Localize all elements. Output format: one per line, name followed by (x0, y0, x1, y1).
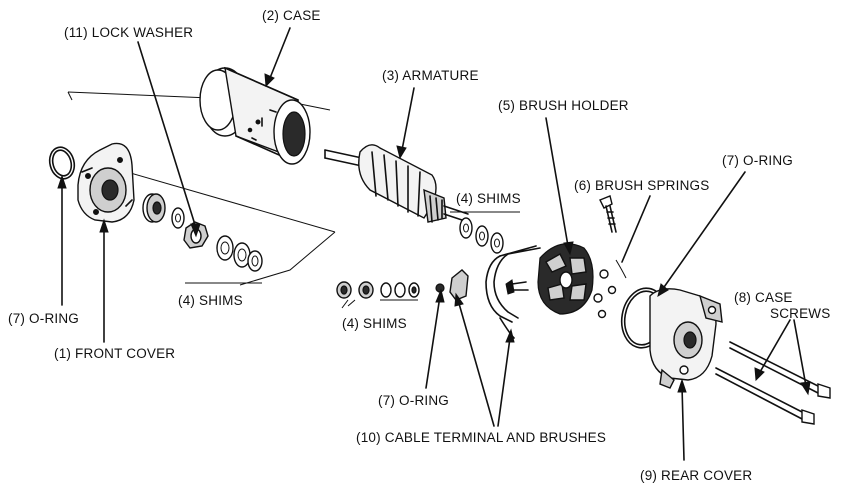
shims-lower-mid-parts (336, 281, 420, 309)
label-o-ring-left: (7) O-RING (8, 311, 79, 326)
o-ring-left-part (48, 146, 76, 180)
brush-springs-parts (593, 195, 627, 319)
armature-part (324, 144, 469, 223)
label-rear-cover: (9) REAR COVER (640, 468, 752, 483)
label-case: (2) CASE (262, 8, 321, 23)
case-part (199, 66, 311, 165)
front-bearing-part (142, 193, 185, 229)
shims-upper-parts (450, 211, 520, 254)
label-shims-lower-left: (4) SHIMS (178, 293, 243, 308)
label-o-ring-bottom: (7) O-RING (378, 393, 449, 408)
case-screws-parts (715, 341, 831, 425)
label-o-ring-top-right: (7) O-RING (722, 153, 793, 168)
cable-terminal-parts (449, 245, 541, 339)
label-armature: (3) ARMATURE (382, 68, 479, 83)
label-case-screws-line2: SCREWS (770, 306, 830, 321)
o-ring-small-part (435, 283, 445, 293)
callout-labels: (2) CASE (11) LOCK WASHER (3) ARMATURE (… (8, 8, 830, 483)
label-front-cover: (1) FRONT COVER (54, 346, 175, 361)
label-shims-lower-mid: (4) SHIMS (342, 316, 407, 331)
brush-holder-part (537, 243, 594, 315)
leader-lines (57, 27, 811, 461)
label-cable-terminal: (10) CABLE TERMINAL AND BRUSHES (356, 430, 606, 445)
label-lock-washer: (11) LOCK WASHER (64, 25, 193, 40)
label-brush-springs: (6) BRUSH SPRINGS (574, 178, 709, 193)
label-shims-upper: (4) SHIMS (456, 191, 521, 206)
shims-lower-left-parts (185, 235, 263, 284)
assembly-plane (67, 91, 336, 286)
label-brush-holder: (5) BRUSH HOLDER (498, 98, 629, 113)
front-cover-part (77, 142, 135, 223)
label-case-screws-line1: (8) CASE (734, 290, 793, 305)
rear-cover-part (649, 288, 723, 389)
